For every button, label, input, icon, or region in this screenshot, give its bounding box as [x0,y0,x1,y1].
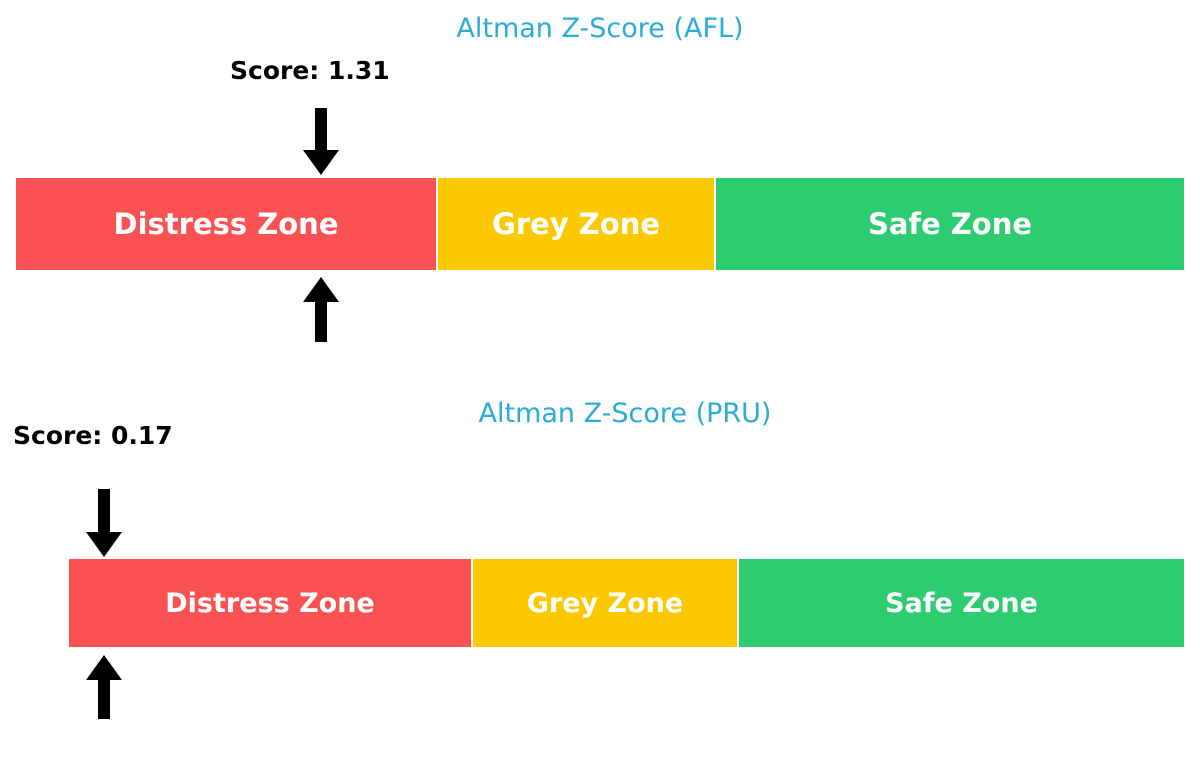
zone-label-safe: Safe Zone [885,587,1038,619]
chart-panel-pru: Altman Z-Score (PRU) Score: 0.17 Distres… [0,380,1200,757]
down-arrow-icon [301,108,341,176]
zone-label-distress: Distress Zone [113,206,339,241]
zone-label-grey: Grey Zone [491,206,661,241]
chart-title-pru: Altman Z-Score (PRU) [478,398,772,429]
zone-label-grey: Grey Zone [526,587,684,619]
zone-label-distress: Distress Zone [165,587,375,619]
zone-segment-safe[interactable]: Safe Zone [738,558,1185,648]
score-label-afl: Score: 1.31 [230,56,390,85]
down-arrow-icon [84,489,124,558]
zone-segment-safe[interactable]: Safe Zone [715,177,1185,271]
zone-segment-grey[interactable]: Grey Zone [437,177,715,271]
zone-segment-distress[interactable]: Distress Zone [68,558,472,648]
zone-bar-pru: Distress Zone Grey Zone Safe Zone [68,558,1185,648]
chart-title-afl: Altman Z-Score (AFL) [456,13,744,44]
zone-segment-distress[interactable]: Distress Zone [15,177,437,271]
up-arrow-icon [84,655,124,720]
up-arrow-icon [301,277,341,343]
chart-panel-afl: Altman Z-Score (AFL) Score: 1.31 Distres… [15,13,1185,343]
score-label-pru: Score: 0.17 [13,421,173,450]
zone-label-safe: Safe Zone [867,206,1033,241]
zone-segment-grey[interactable]: Grey Zone [472,558,738,648]
zone-bar-afl: Distress Zone Grey Zone Safe Zone [15,177,1185,271]
